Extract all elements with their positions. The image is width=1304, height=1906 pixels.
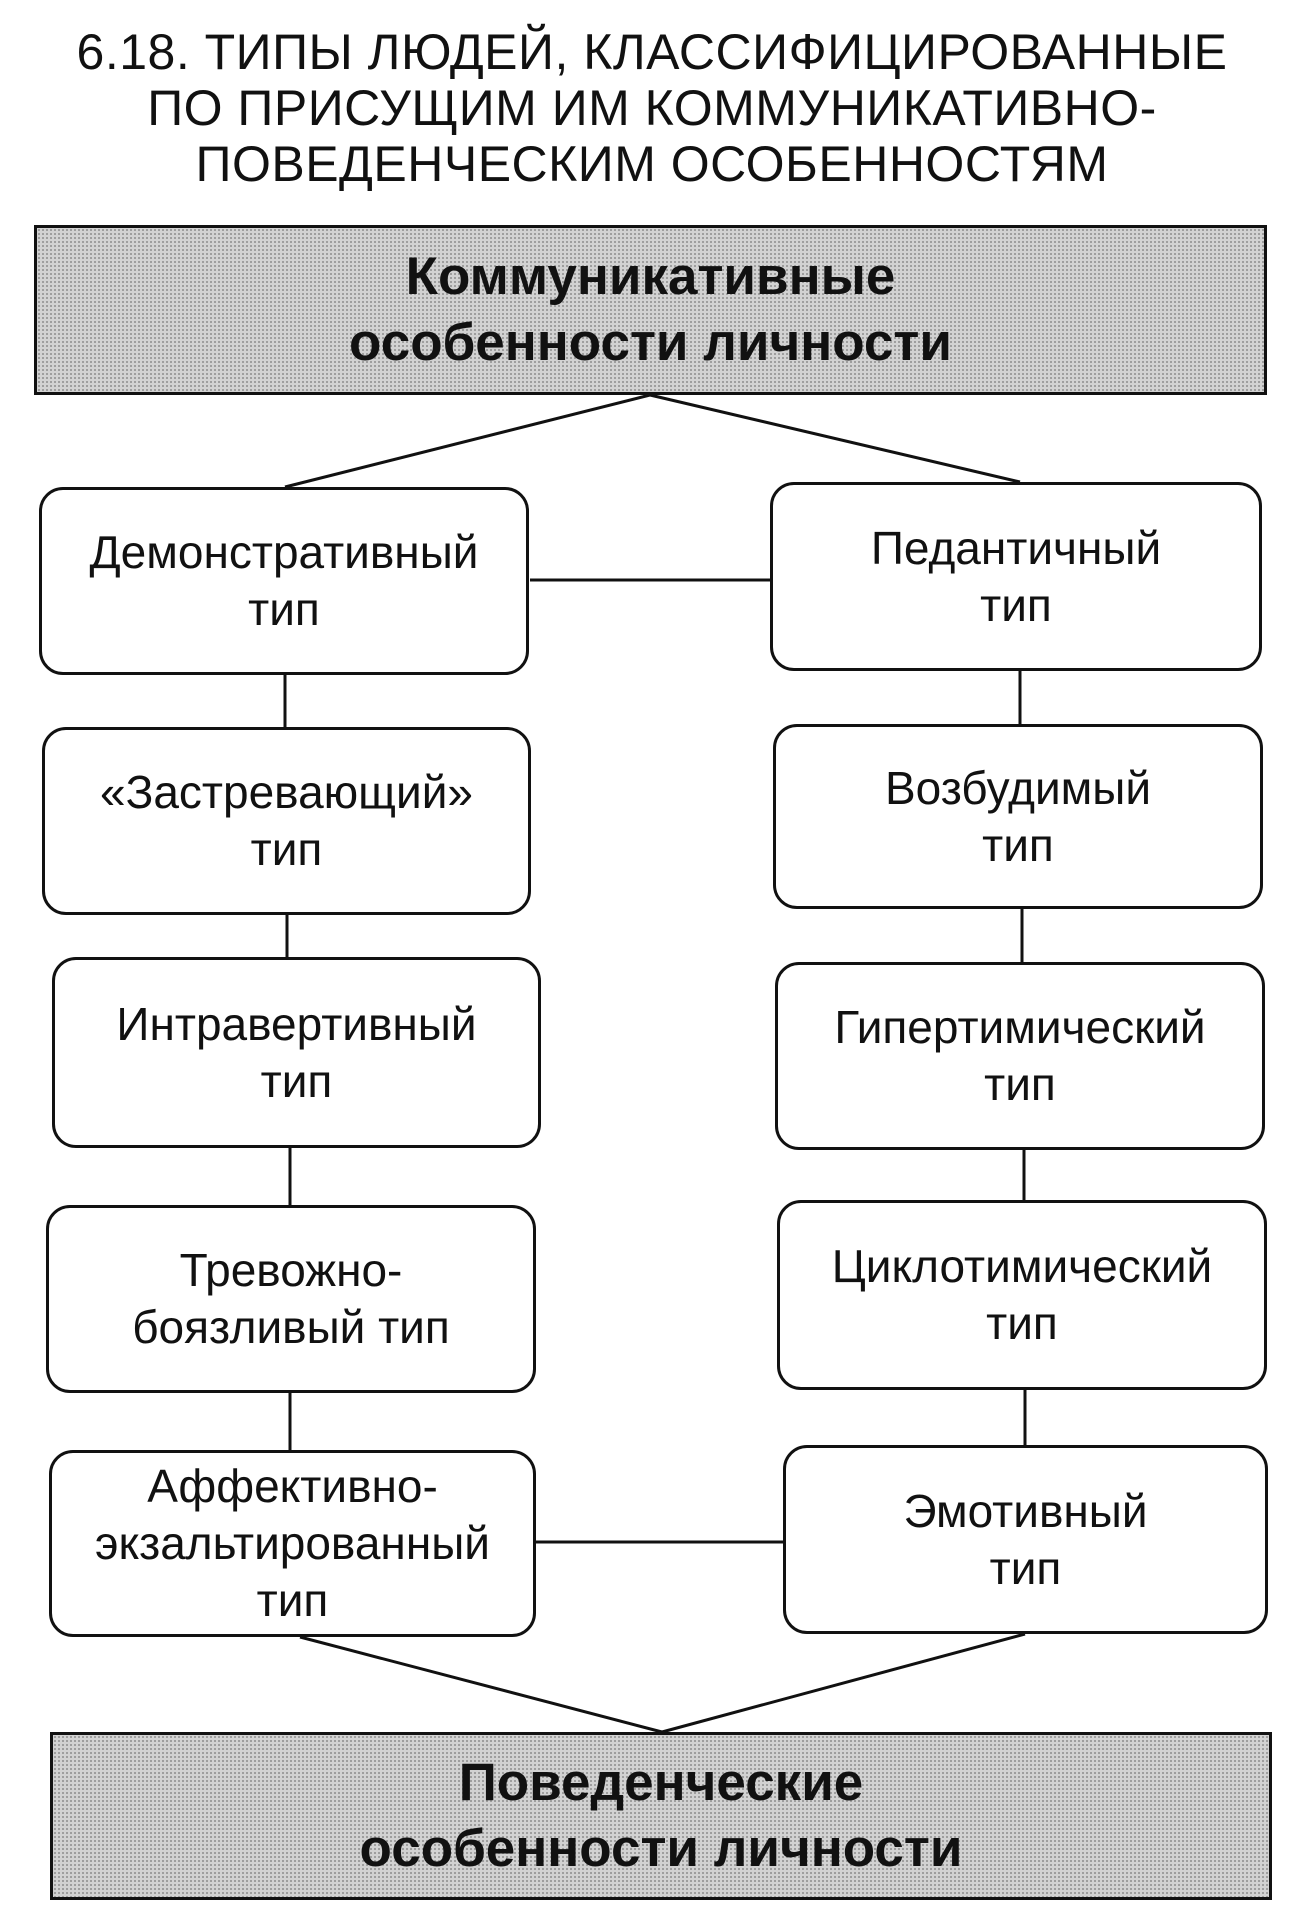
hyperthymic-type-box: Гипертимический тип xyxy=(775,962,1265,1150)
connector-left-to-bottom xyxy=(299,1635,663,1734)
banner-line: Поведенческие xyxy=(458,1753,864,1812)
pedantic-type-box: Педантичный тип xyxy=(770,482,1262,671)
diagram-title: 6.18. ТИПЫ ЛЮДЕЙ, КЛАССИФИЦИРОВАННЫЕ ПО … xyxy=(40,24,1264,192)
box-label: Циклотимический xyxy=(831,1240,1213,1292)
box-label: Эмотивный xyxy=(903,1484,1148,1537)
box-label: Интравертивный xyxy=(116,997,477,1050)
box-label: Аффективно- xyxy=(147,1460,438,1512)
box-label: тип xyxy=(260,1054,333,1107)
banner-line: Коммуникативные xyxy=(405,247,896,306)
box-label: Тревожно- xyxy=(179,1244,403,1296)
title-line-1: 6.18. ТИПЫ ЛЮДЕЙ, КЛАССИФИЦИРОВАННЫЕ xyxy=(76,24,1228,80)
connector-right-to-bottom xyxy=(661,1632,1026,1734)
introvert-type-box: Интравертивный тип xyxy=(52,957,541,1148)
connector-top-to-right xyxy=(649,393,1021,484)
box-label: Гипертимический xyxy=(834,1001,1206,1053)
cyclothymic-type-box: Циклотимический тип xyxy=(777,1200,1267,1390)
communicative-traits-banner: Коммуникативные особенности личности xyxy=(34,225,1267,395)
box-label: тип xyxy=(986,1297,1058,1349)
box-label: тип xyxy=(250,823,323,875)
anxious-type-box: Тревожно- боязливый тип xyxy=(46,1205,536,1393)
banner-line: особенности личности xyxy=(359,1819,963,1878)
box-label: тип xyxy=(256,1574,329,1626)
banner-line: особенности личности xyxy=(349,313,952,372)
excitable-type-box: Возбудимый тип xyxy=(773,724,1263,909)
box-label: «Застревающий» xyxy=(99,766,473,818)
box-label: Демонстративный xyxy=(89,526,479,578)
title-line-2: ПО ПРИСУЩИМ ИМ КОММУНИКАТИВНО- xyxy=(147,80,1157,136)
box-label: тип xyxy=(982,818,1054,871)
demonstrative-type-box: Демонстративный тип xyxy=(39,487,529,675)
box-label: тип xyxy=(984,1058,1056,1110)
box-label: тип xyxy=(980,578,1052,631)
connector-top-to-left xyxy=(284,393,651,489)
affective-exalted-type-box: Аффективно- экзальтированный тип xyxy=(49,1450,536,1637)
emotive-type-box: Эмотивный тип xyxy=(783,1445,1268,1634)
box-label: тип xyxy=(989,1541,1062,1594)
box-label: экзальтированный xyxy=(95,1517,490,1569)
box-label: Педантичный xyxy=(870,521,1162,574)
stuck-type-box: «Застревающий» тип xyxy=(42,727,531,915)
box-label: Возбудимый xyxy=(884,761,1152,814)
title-line-3: ПОВЕДЕНЧЕСКИМ ОСОБЕННОСТЯМ xyxy=(195,136,1109,192)
behavioral-traits-banner: Поведенческие особенности личности xyxy=(50,1732,1272,1900)
box-label: тип xyxy=(248,583,320,635)
box-label: боязливый тип xyxy=(132,1301,450,1353)
